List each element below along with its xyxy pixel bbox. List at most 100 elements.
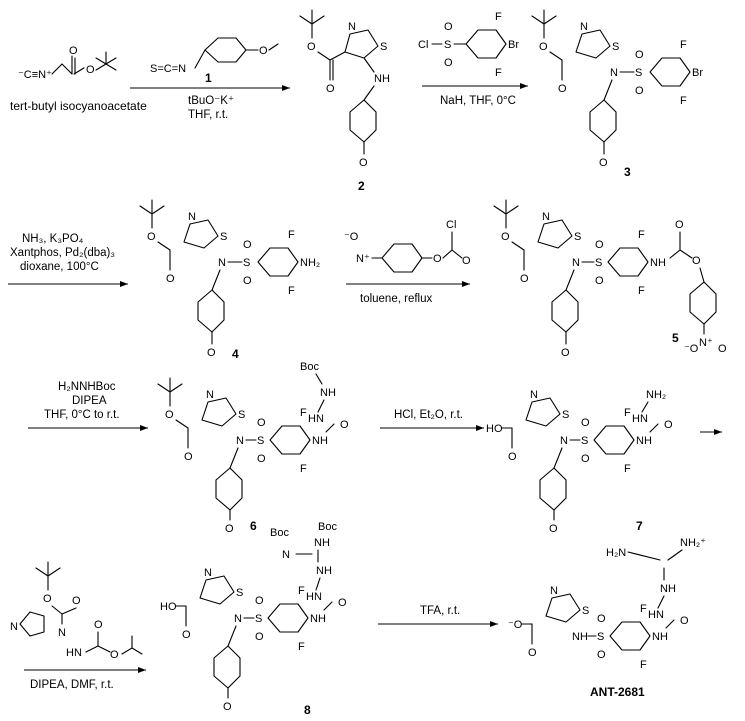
atom-o: O <box>675 219 684 231</box>
atom-n: N <box>58 627 66 639</box>
boc-label: Boc <box>300 361 319 373</box>
atom-cl: Cl <box>418 39 428 51</box>
atom-o: O <box>539 41 548 53</box>
step-7-conditions: DIPEA, DMF, r.t. <box>30 679 114 691</box>
atom-nh: NH <box>316 565 332 577</box>
step-5-reagent-1: H₂NNHBoc <box>58 381 116 393</box>
compound-6-number: 6 <box>250 519 257 533</box>
atom-o: O <box>110 649 119 661</box>
step-1-conditions: THF, r.t. <box>188 109 228 121</box>
atom-o: O <box>166 273 175 285</box>
atom-hn: HN <box>308 413 324 425</box>
atom-n: N <box>234 613 242 625</box>
atom-s: S <box>582 605 589 617</box>
atom-n-plus: N⁺ <box>699 337 713 349</box>
atom-s: S <box>243 257 250 269</box>
step-3-reagent-1: NH₃, K₃PO₄ <box>22 233 84 245</box>
atom-n-plus: N⁺ <box>356 253 370 265</box>
atom-o: O <box>359 157 368 169</box>
atom-o: O <box>680 615 689 627</box>
boc-label: Boc <box>318 521 337 533</box>
atom-nh: NH <box>650 257 666 269</box>
final-compound-name: ANT-2681 <box>590 685 645 699</box>
atom-n: N <box>610 67 618 79</box>
atom-nh: NH <box>310 613 326 625</box>
atom-f: F <box>638 229 645 241</box>
atom-o: O <box>444 57 453 69</box>
atom-nh: NH <box>636 435 652 447</box>
atom-o: O <box>444 21 453 33</box>
atom-br: Br <box>508 39 519 51</box>
atom-o: O <box>69 45 78 57</box>
compound-5: O O N S N S O O F F NH O O N⁺ ⁻O O O 5 <box>493 199 727 359</box>
atom-o: O <box>595 239 604 251</box>
atom-o: O <box>340 419 349 431</box>
atom-o: O <box>597 649 606 661</box>
isothiocyanate-label: S=C=N <box>150 63 186 75</box>
atom-f: F <box>640 603 647 615</box>
atom-cl: Cl <box>446 219 456 231</box>
atom-o: O <box>433 253 442 265</box>
step-8-conditions: TFA, r.t. <box>420 605 460 617</box>
atom-nh: NH <box>312 435 328 447</box>
compound-7: HO O N S N S O O F F NH O HN NH₂ O 7 <box>486 389 722 535</box>
atom-f: F <box>298 585 305 597</box>
atom-nh2-plus: NH₂⁺ <box>680 537 706 549</box>
atom-o: O <box>635 85 644 97</box>
compound-2-number: 2 <box>358 179 365 193</box>
compound-3: O O N S N S O O F F Br O 3 <box>531 9 703 179</box>
atom-o: O <box>307 41 316 53</box>
step-2-conditions: NaH, THF, 0°C <box>440 95 516 107</box>
compound-3-number: 3 <box>624 165 631 179</box>
atom-n: N <box>282 549 290 561</box>
atom-nh: NH <box>652 631 668 643</box>
boc-label: Boc <box>270 527 289 539</box>
atom-f: F <box>300 463 307 475</box>
compound-6: O O N S N S O O F F NH O HN NH Boc O 6 <box>157 361 349 535</box>
atom-nh: NH <box>320 387 336 399</box>
atom-o: O <box>599 157 608 169</box>
atom-n: N <box>572 257 580 269</box>
atom-s: S <box>562 409 569 421</box>
atom-o: O <box>635 49 644 61</box>
atom-o: O <box>255 595 264 607</box>
atom-nh: NH <box>314 537 330 549</box>
atom-o: O <box>501 231 510 243</box>
atom-n: N <box>204 567 212 579</box>
atom-h2n: H₂N <box>606 547 626 559</box>
atom-nh: NH <box>660 583 676 595</box>
compound-5-number: 5 <box>672 331 679 345</box>
step-7: O O N N HN O O DIPEA, DMF, r.t. <box>10 561 146 691</box>
atom-nh2: NH₂ <box>646 389 666 401</box>
atom-s: S <box>597 631 604 643</box>
compound-8: HO O N S N S O O F F NH O HN NH NH Boc N… <box>160 521 347 717</box>
atom-o: O <box>326 83 335 95</box>
atom-hn: HN <box>66 647 82 659</box>
step-4-conditions: toluene, reflux <box>360 293 432 305</box>
tert-butyl-isocyanoacetate: ⁻C≡N⁺ O O tert-butyl isocyanoacetate <box>10 45 147 113</box>
step-6: HCl, Et₂O, r.t. <box>380 409 484 431</box>
atom-s: S <box>220 231 227 243</box>
compound-ant-2681: ⁻O O N S NH S O O F F NH O HN NH H₂N NH₂… <box>508 537 706 699</box>
atom-n: N <box>348 21 356 33</box>
isocyanoacetate-label: tert-butyl isocyanoacetate <box>10 99 147 113</box>
compound-4-number: 4 <box>232 347 239 361</box>
atom-o: O <box>528 647 537 659</box>
atom-n: N <box>218 257 226 269</box>
atom-n: N <box>236 435 244 447</box>
atom-s: S <box>574 231 581 243</box>
atom-f: F <box>680 95 687 107</box>
atom-s: S <box>581 435 588 447</box>
compound-4: O O N S N S O O F F NH₂ O 4 <box>139 199 320 361</box>
atom-s: S <box>255 613 262 625</box>
step-2: Cl S O O F F Br NaH, THF, 0°C <box>418 11 528 107</box>
atom-o: O <box>549 523 558 535</box>
atom-o: O <box>165 409 174 421</box>
atom-hn: HN <box>632 413 648 425</box>
step-3-reagent-2: Xantphos, Pd₂(dba)₃ <box>10 247 115 259</box>
atom-f: F <box>300 407 307 419</box>
atom-br: Br <box>692 67 703 79</box>
atom-s: S <box>257 435 264 447</box>
